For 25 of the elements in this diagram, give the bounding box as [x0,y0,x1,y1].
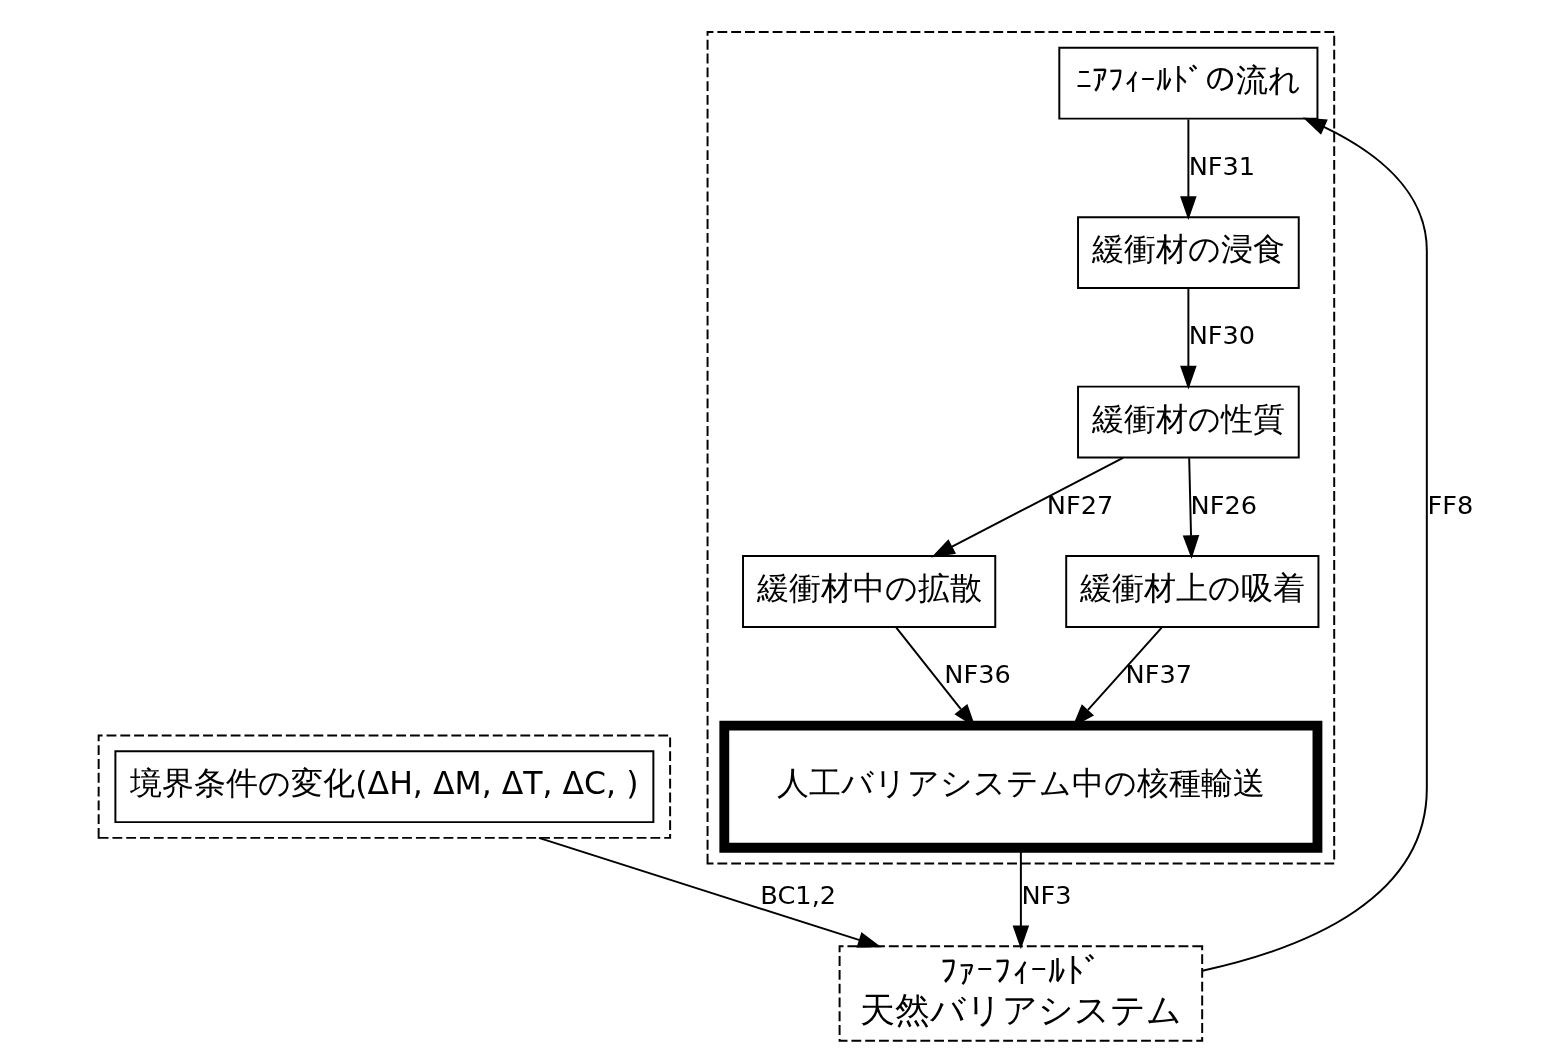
arrow [931,456,1124,558]
node-box: ﾆｱﾌｨｰﾙﾄﾞの流れ [1058,46,1319,120]
node-box: 緩衝材の性質 [1077,385,1300,459]
cluster [706,30,1336,865]
arrow [1201,117,1428,972]
node-box: 境界条件の変化(ΔH, ΔM, ΔT, ΔC, ) [114,750,655,824]
node-box: ﾌｧｰﾌｨｰﾙﾄﾞ 天然バリアシステム [838,945,1204,1042]
node-box: 緩衝材の浸食 [1077,216,1300,290]
arrow [537,836,882,948]
arrow [1180,287,1197,390]
edge-label: BC1,2 [760,879,837,910]
edge-label: NF3 [1021,879,1072,910]
node-box: 緩衝材上の吸着 [1065,555,1320,628]
edge-label: NF30 [1188,320,1256,351]
node-box: 緩衝材中の拡散 [742,555,997,628]
node-box: 人工バリアシステム中の核種輸送 [719,720,1323,853]
edge-label: NF36 [944,658,1011,689]
edge-label: NF37 [1125,658,1193,689]
edge-label: NF31 [1188,150,1256,181]
edge-label: NF26 [1190,489,1258,520]
arrow [1180,118,1197,220]
edge-label: FF8 [1427,489,1474,520]
edge-label: NF27 [1046,489,1114,520]
cluster [97,734,672,839]
arrow [1182,457,1200,559]
